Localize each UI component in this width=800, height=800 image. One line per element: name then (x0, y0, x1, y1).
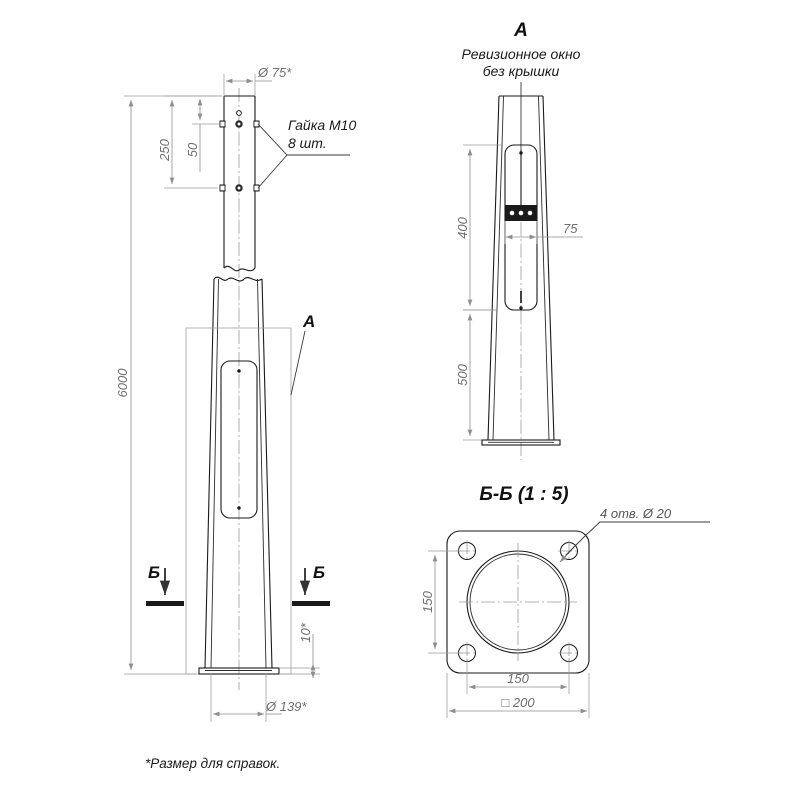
detail-a-note-line1: Ревизионное окно (462, 46, 581, 62)
detail-a-callout: А (185, 312, 315, 675)
dim-6000: 6000 (115, 95, 222, 675)
vent-hole-icon (236, 110, 242, 116)
dim-base-offset-label: 500 (455, 363, 470, 385)
dim-window-width-label: 75 (563, 221, 578, 236)
dim-plate-thickness: 10* (279, 622, 320, 678)
nut-callout: Гайка М10 8 шт. (257, 117, 356, 189)
detail-a-base-plate (481, 439, 561, 446)
dim-hole-pitch-horizontal-label: 150 (507, 671, 529, 686)
dim-window-height-label: 400 (455, 216, 470, 238)
nut-callout-line2: 8 шт. (288, 135, 327, 151)
flange-plate-outline (446, 530, 590, 674)
detail-a-note-line2: без крышки (483, 63, 560, 79)
dim-hole-pitch-vertical-label: 150 (420, 590, 435, 612)
section-view-b-b: Б-Б (1 : 5) (420, 484, 710, 718)
dim-plate-square: □ 200 (446, 673, 590, 718)
holes-callout: 4 отв. Ø 20 (559, 506, 710, 563)
section-bb-title: Б-Б (1 : 5) (479, 484, 568, 505)
nut-assembly-group (219, 110, 260, 192)
detail-a-mark: А (302, 312, 315, 331)
terminal-hole-2 (518, 210, 524, 216)
dim-50: 50 (185, 99, 222, 172)
terminal-hole-1 (509, 210, 515, 216)
dim-top-diameter: Ø 75* (223, 65, 292, 96)
dim-base-offset: 500 (455, 309, 497, 441)
holes-callout-label: 4 отв. Ø 20 (600, 506, 672, 521)
dim-250-label: 250 (157, 138, 172, 161)
section-mark-left: Б (148, 563, 160, 582)
dim-6000-label: 6000 (115, 368, 130, 398)
dim-base-diameter-label: Ø 139* (265, 699, 307, 714)
mounting-hole-top-left (456, 540, 478, 562)
terminal-hole-3 (527, 210, 533, 216)
inspection-window-main (220, 360, 258, 519)
dim-window-width: 75 (504, 221, 583, 244)
main-elevation-view: Гайка М10 8 шт. Ø 75* 250 50 (115, 65, 356, 722)
dim-window-height: 400 (455, 144, 503, 311)
dim-250: 250 (157, 95, 222, 189)
detail-view-a: А Ревизионное окно без крышки (455, 20, 583, 460)
dim-hole-pitch-vertical: 150 (420, 550, 462, 654)
dim-50-label: 50 (185, 142, 200, 157)
section-mark-right: Б (313, 563, 325, 582)
lower-shaft (204, 276, 273, 669)
dim-plate-thickness-label: 10* (298, 622, 313, 642)
mounting-holes-group (456, 540, 580, 664)
section-arrow-left: Б (146, 563, 184, 606)
mounting-hole-top-right (558, 540, 580, 562)
nut-callout-line1: Гайка М10 (288, 117, 356, 133)
base-plate-main (198, 667, 280, 675)
dim-base-diameter: Ø 139* (210, 674, 307, 722)
detail-a-title: А (513, 20, 528, 41)
drawing-footnote: *Размер для справок. (145, 756, 280, 771)
dim-plate-square-label: □ 200 (501, 695, 535, 710)
dim-hole-pitch-horizontal: 150 (466, 658, 570, 694)
dim-top-diameter-label: Ø 75* (257, 65, 292, 80)
section-arrow-right: Б (292, 563, 330, 606)
detail-a-shaft (487, 95, 555, 441)
